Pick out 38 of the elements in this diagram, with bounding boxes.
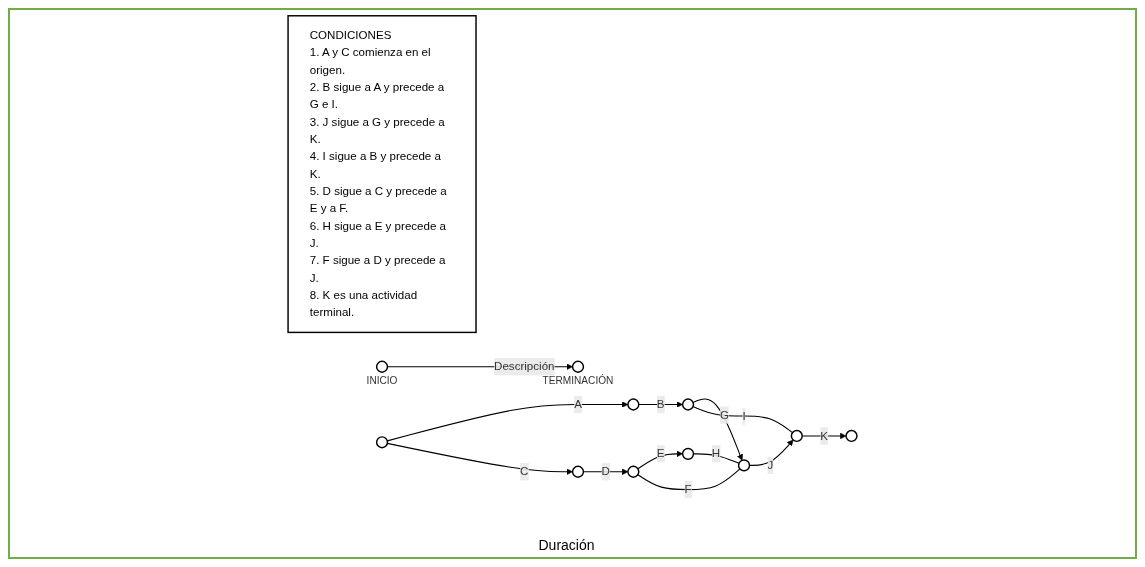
node-circle (627, 465, 640, 478)
node-box: CONDICIONES 1. A y C comienza en el origen. 2. B sigue a A y precede a G e I. 3. J sigue a G y precede a K. 4. I sigue a B y precede a K. 5. D sigue a C y precede a E y a F. 6. H sigue a E y precede a J. 7. F sigue a D y precede a J. 8. K es una actividad terminal. (287, 15, 477, 334)
arrow (386, 442, 573, 475)
node-circle (571, 360, 585, 373)
edge-label: J (767, 458, 774, 472)
node-circle (790, 429, 803, 443)
edge-label: E (656, 447, 665, 460)
node-circle (627, 398, 640, 411)
arrow (801, 432, 847, 440)
edge-label: Descripción (494, 360, 555, 373)
edge-label: H (711, 447, 721, 460)
node-caption: TERMINACIÓN (542, 374, 614, 386)
edge-label: B (656, 398, 665, 411)
edge-label: C (520, 465, 529, 478)
node-circle (375, 360, 389, 373)
edge-label: D (601, 465, 610, 478)
edge-label: I (742, 409, 746, 422)
note-text: Duración (538, 537, 595, 553)
edge-label: F (684, 483, 692, 496)
arrow (748, 439, 794, 466)
connector (692, 453, 740, 464)
arrow (692, 398, 743, 461)
arrow (582, 468, 629, 475)
node-circle (681, 398, 695, 411)
connector (637, 468, 741, 491)
node-circle (681, 447, 695, 460)
arrow (637, 450, 683, 470)
node-caption: INICIO (366, 374, 398, 386)
node-circle (737, 459, 751, 472)
arrow (638, 401, 683, 408)
node-circle (571, 465, 585, 478)
node-circle (845, 429, 858, 443)
arrow (386, 401, 629, 442)
node-circle (375, 436, 389, 449)
connector (692, 406, 793, 434)
edge-label: G (720, 408, 730, 421)
edge-label: K (820, 429, 829, 442)
edge-label: A (574, 398, 582, 411)
